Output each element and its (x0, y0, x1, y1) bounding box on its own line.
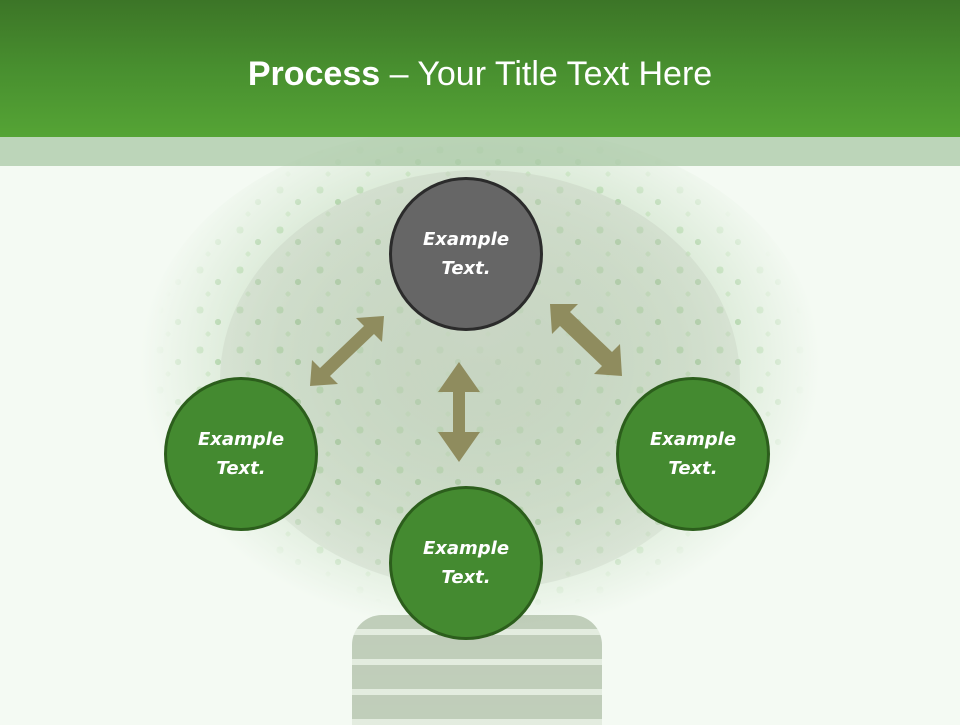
node-text-line2: Text. (441, 258, 491, 279)
double-arrow-left-diagonal-icon (310, 316, 384, 386)
process-node-left[interactable]: Example Text. (164, 377, 318, 531)
slide-title[interactable]: Process – Your Title Text Here (0, 50, 960, 98)
process-node-top[interactable]: Example Text. (389, 177, 543, 331)
node-text-line2: Text. (441, 567, 491, 588)
process-node-bottom[interactable]: Example Text. (389, 486, 543, 640)
node-text-line1: Example (649, 429, 737, 450)
title-bold: Process (247, 55, 381, 93)
double-arrow-vertical-icon (438, 362, 480, 462)
process-node-right[interactable]: Example Text. (616, 377, 770, 531)
title-bar (0, 0, 960, 137)
node-text-line1: Example (197, 429, 285, 450)
node-text-line1: Example (422, 229, 510, 250)
title-rest: – Your Title Text Here (380, 55, 713, 93)
double-arrow-right-diagonal-icon (550, 304, 622, 376)
node-text-line1: Example (422, 538, 510, 559)
node-text-line2: Text. (216, 458, 266, 479)
title-bar-band (0, 137, 960, 166)
node-text-line2: Text. (668, 458, 718, 479)
